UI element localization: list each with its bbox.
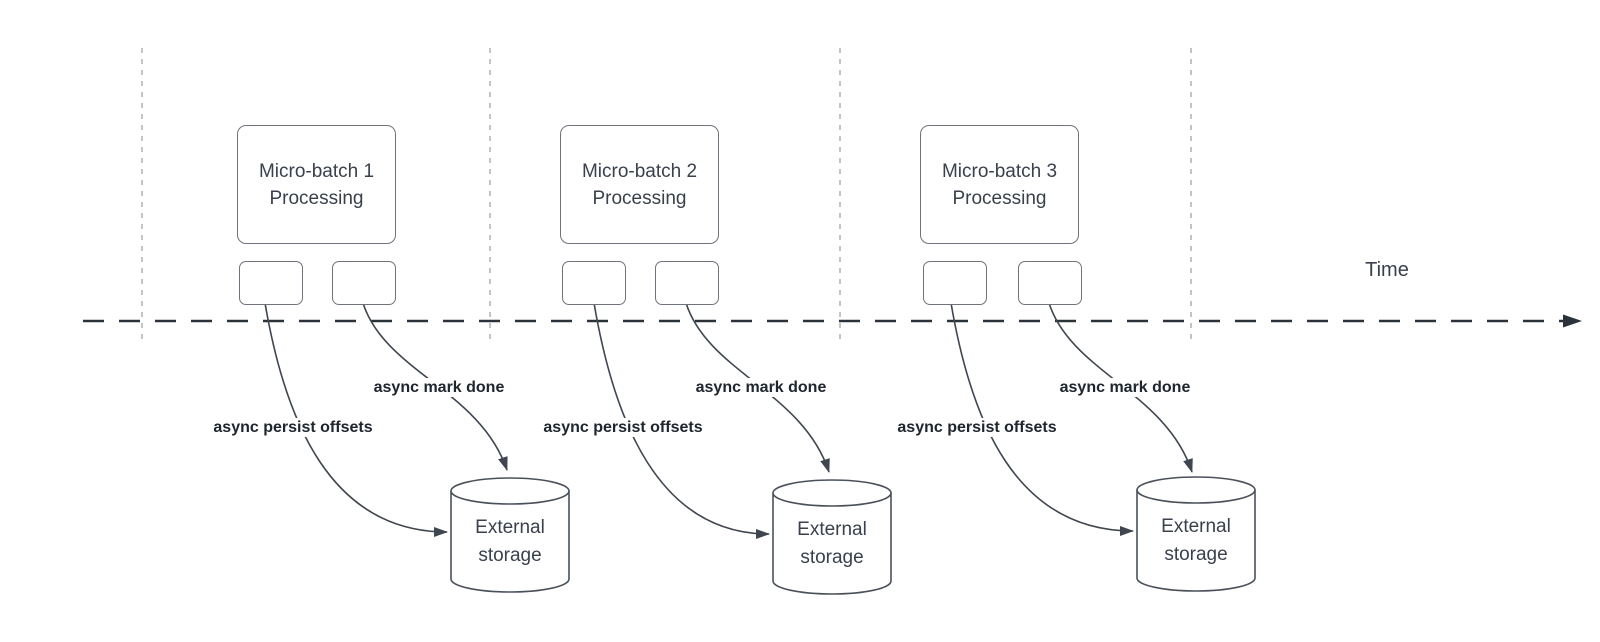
mark-done-label-2: async mark done (669, 378, 853, 397)
storage-label-2: External storage (797, 519, 867, 568)
time-axis-arrowhead-icon (1563, 314, 1582, 328)
micro-batch-2-processing-box: Micro-batch 2 Processing (560, 125, 719, 244)
storage-label-3: External storage (1161, 516, 1231, 565)
persist-offsets-arrow-1 (264, 302, 448, 537)
micro-batch-2-task-box-left (562, 261, 626, 305)
persist-offsets-label-1: async persist offsets (181, 418, 405, 437)
micro-batch-3-processing-box: Micro-batch 3 Processing (920, 125, 1079, 244)
persist-offsets-arrow-2 (593, 302, 770, 539)
persist-offsets-arrow-3 (950, 302, 1134, 536)
time-label: Time (1365, 259, 1409, 281)
storage-cylinder-3-top (1136, 476, 1256, 504)
mark-done-label-1: async mark done (347, 378, 531, 397)
micro-batch-2-task-box-right (655, 261, 719, 305)
storage-cylinder-2-body (772, 493, 892, 595)
micro-batch-1-processing-box: Micro-batch 1 Processing (237, 125, 396, 244)
persist-offsets-label-2: async persist offsets (511, 418, 735, 437)
storage-cylinder-3-body (1136, 490, 1256, 592)
micro-batch-3-task-box-left (923, 261, 987, 305)
micro-batch-3-task-box-right (1018, 261, 1082, 305)
storage-cylinder-1-top (450, 477, 570, 505)
micro-batch-1-task-box-left (239, 261, 303, 305)
persist-offsets-label-3: async persist offsets (865, 418, 1089, 437)
storage-cylinder-1-body (450, 491, 570, 593)
storage-cylinder-2-top (772, 479, 892, 507)
micro-batch-1-task-box-right (332, 261, 396, 305)
mark-done-label-3: async mark done (1033, 378, 1217, 397)
storage-label-1: External storage (475, 517, 545, 566)
